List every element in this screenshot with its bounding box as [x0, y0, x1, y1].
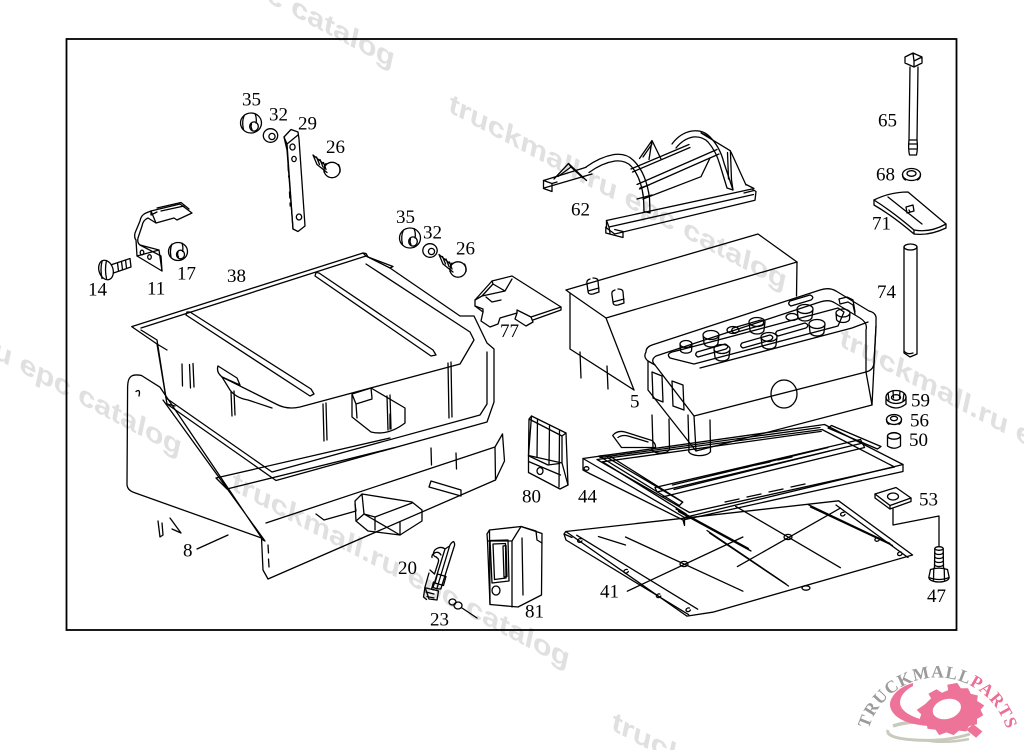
- svg-text:32: 32: [423, 223, 442, 244]
- svg-text:26: 26: [326, 137, 345, 158]
- svg-text:26: 26: [456, 239, 475, 260]
- svg-text:77: 77: [500, 321, 519, 342]
- svg-text:62: 62: [571, 200, 590, 221]
- svg-text:5: 5: [630, 392, 640, 413]
- svg-text:71: 71: [872, 214, 891, 235]
- svg-text:59: 59: [911, 391, 930, 412]
- svg-text:41: 41: [600, 582, 619, 603]
- svg-text:53: 53: [919, 490, 938, 511]
- svg-text:81: 81: [525, 602, 544, 623]
- svg-text:32: 32: [269, 105, 288, 126]
- svg-text:80: 80: [522, 487, 541, 508]
- svg-text:23: 23: [430, 610, 449, 631]
- svg-text:17: 17: [177, 264, 196, 285]
- svg-text:44: 44: [578, 487, 598, 508]
- svg-text:65: 65: [878, 111, 897, 132]
- svg-text:38: 38: [227, 266, 246, 287]
- svg-text:35: 35: [242, 90, 261, 111]
- svg-text:14: 14: [88, 280, 108, 301]
- svg-text:35: 35: [396, 207, 415, 228]
- svg-text:47: 47: [927, 586, 946, 607]
- svg-text:20: 20: [398, 558, 417, 579]
- svg-text:8: 8: [183, 541, 193, 562]
- svg-text:11: 11: [147, 279, 165, 300]
- svg-text:74: 74: [877, 282, 897, 303]
- svg-text:68: 68: [876, 165, 895, 186]
- svg-text:56: 56: [910, 411, 929, 432]
- svg-text:29: 29: [298, 114, 317, 135]
- svg-text:50: 50: [909, 430, 928, 451]
